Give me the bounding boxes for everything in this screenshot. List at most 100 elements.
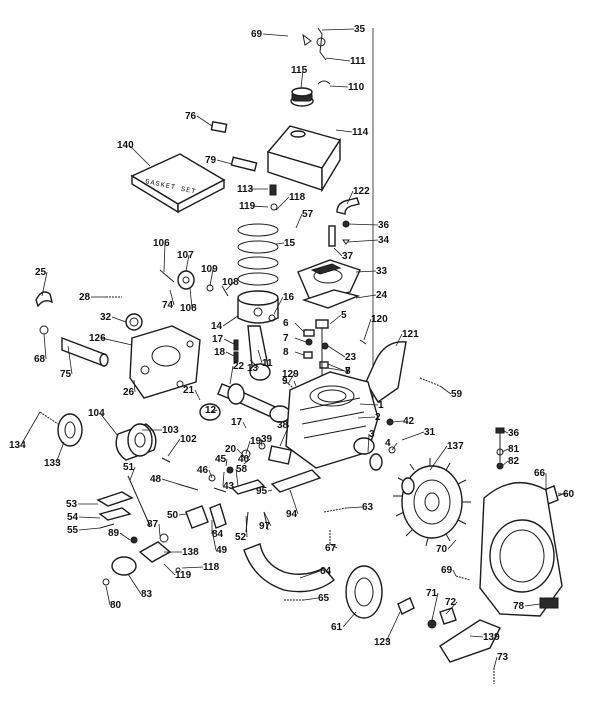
leader-line-74 (169, 289, 175, 306)
leader-line-40 (243, 458, 251, 465)
leader-line-137 (429, 445, 448, 471)
leader-line-78 (524, 603, 541, 607)
carburetor-fittings (328, 220, 350, 247)
callout-75: 75 (60, 369, 72, 380)
fuel-cap-assembly (302, 27, 331, 85)
leader-line-8 (327, 367, 346, 372)
callout-50: 50 (167, 510, 179, 521)
callout-133: 133 (44, 458, 61, 469)
leader-line-114 (335, 129, 353, 133)
callout-25: 25 (35, 267, 47, 278)
leader-line-18 (225, 351, 235, 357)
valves-5-6-7-8-9 (303, 319, 329, 380)
callout-49: 49 (216, 545, 228, 556)
linkage-43-45-46-48 (177, 466, 234, 493)
callout-97: 97 (259, 521, 271, 532)
leader-line-65 (303, 597, 319, 601)
callout-59: 59 (451, 389, 463, 400)
callout-63: 63 (362, 502, 374, 513)
leader-line-61 (342, 611, 357, 628)
leader-line-79 (216, 159, 233, 165)
callout-113: 113 (237, 184, 254, 195)
leader-line-39 (260, 438, 263, 447)
callout-14: 14 (211, 321, 223, 332)
leader-line-126 (100, 337, 133, 346)
air-cleaner-33 (297, 259, 361, 301)
leader-line-133 (55, 441, 65, 464)
leader-line-107 (185, 254, 190, 272)
parts-49-50-84-87 (159, 503, 227, 543)
leader-line-139 (469, 635, 484, 638)
leader-line-59 (439, 385, 452, 395)
callout-114: 114 (352, 127, 369, 138)
leader-line-69 (452, 569, 457, 577)
leader-line-31 (401, 431, 425, 441)
parts-52-58-94-95-97 (230, 469, 322, 533)
callout-17: 17 (212, 334, 224, 345)
leader-line-140 (128, 144, 151, 167)
callout-119: 119 (239, 201, 256, 212)
leader-line-95 (267, 489, 273, 492)
leader-line-1 (359, 403, 379, 406)
leader-line-17 (223, 338, 235, 345)
callout-103: 103 (162, 425, 179, 436)
shroud-121 (359, 339, 407, 404)
callout-2: 2 (375, 412, 381, 423)
leader-line-71 (431, 592, 439, 621)
callout-6: 6 (283, 318, 289, 329)
leader-line-14 (222, 315, 239, 327)
leader-line-55 (78, 527, 101, 531)
callout-19: 19 (250, 436, 262, 447)
callout-20: 20 (225, 444, 237, 455)
elbow-fitting-122 (336, 197, 360, 215)
leader-line-16 (273, 296, 284, 315)
connecting-rod-parts (233, 339, 239, 363)
nut-42 (386, 418, 394, 426)
callout-111: 111 (350, 56, 366, 67)
leader-line-15 (275, 242, 285, 245)
leader-line-76 (196, 115, 213, 127)
callout-140: 140 (117, 140, 134, 151)
screw-134 (39, 411, 59, 425)
callout-53: 53 (66, 499, 78, 510)
leader-line-75 (67, 345, 73, 375)
callout-79: 79 (205, 155, 217, 166)
ring-16 (268, 314, 276, 322)
leader-line-13 (249, 359, 260, 369)
leader-line-45 (225, 458, 228, 467)
callout-3: 3 (369, 429, 375, 440)
leader-line-26 (133, 379, 136, 393)
fuel-cap-115 (290, 87, 314, 107)
callout-122: 122 (353, 186, 370, 197)
callout-61: 61 (331, 622, 343, 633)
leader-line-108 (225, 281, 235, 291)
bolt-129 (283, 379, 301, 395)
leader-line-89 (119, 532, 131, 541)
callout-4: 4 (385, 438, 391, 449)
air-baffle-64 (243, 543, 335, 593)
blower-housing-70 (479, 481, 563, 617)
leader-line-70 (447, 539, 457, 550)
leader-line-80 (105, 585, 111, 606)
callout-83: 83 (141, 589, 153, 600)
leader-line-36 (501, 429, 509, 434)
screw-59 (419, 377, 441, 387)
callout-23: 23 (345, 352, 357, 363)
leader-line-12 (211, 409, 218, 413)
callout-110: 110 (348, 82, 365, 93)
callout-60: 60 (563, 489, 575, 500)
bracket-25 (35, 291, 54, 308)
callout-84: 84 (212, 529, 224, 540)
callout-17: 17 (231, 417, 243, 428)
leader-line-23 (327, 345, 346, 358)
callout-28: 28 (79, 292, 91, 303)
leader-line-111 (325, 57, 351, 62)
leader-line-60 (557, 493, 564, 497)
callout-16: 16 (283, 292, 295, 303)
callout-74: 74 (162, 300, 174, 311)
callout-35: 35 (354, 24, 366, 35)
pin-102 (161, 457, 171, 463)
leader-line-67 (329, 543, 338, 549)
